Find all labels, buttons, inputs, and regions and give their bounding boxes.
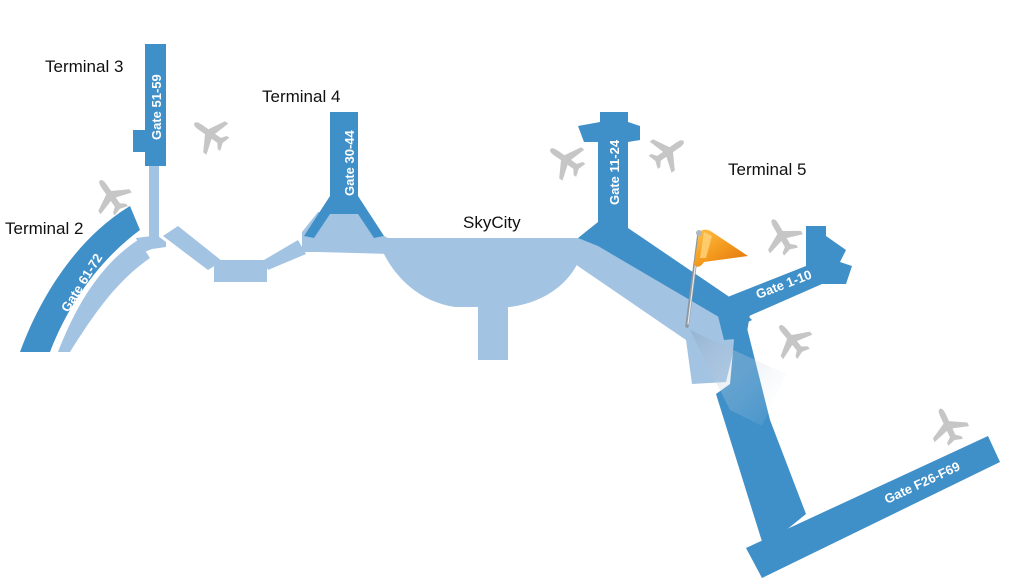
airplane-icon	[756, 210, 808, 262]
gate-label-11-24: Gate 11-24	[607, 139, 622, 205]
terminal-4-pier	[304, 112, 384, 238]
airplane-icon	[922, 400, 973, 451]
west-corridor-ramp	[163, 226, 222, 270]
location-flag-icon[interactable]	[685, 229, 748, 328]
terminal-2-walkway	[58, 240, 150, 352]
terminal-labels: Terminal 3 Terminal 4 Terminal 2 Termina…	[5, 57, 806, 238]
walkway-network	[58, 166, 736, 384]
east-corridor	[572, 240, 736, 384]
terminal-5-east-pier	[720, 226, 852, 320]
terminal-3-stem	[149, 166, 159, 240]
terminal-5-junction	[716, 308, 750, 340]
skycity-hub	[384, 238, 583, 307]
terminal-5-label: Terminal 5	[728, 160, 806, 179]
t4-connector-ramp	[264, 240, 306, 270]
terminal-2-concourse	[20, 206, 140, 352]
skycity-south-pier	[478, 298, 508, 360]
terminal-5-main-concourse	[578, 222, 752, 328]
f-gates-concourse	[746, 436, 1000, 578]
flag-shadow	[690, 330, 786, 426]
terminal-5-north-pier	[578, 112, 640, 232]
west-corridor	[214, 260, 267, 282]
terminal-3-label: Terminal 3	[45, 57, 123, 76]
terminal-4-label: Terminal 4	[262, 87, 340, 106]
terminal-3-pier	[133, 44, 166, 166]
airplane-icon	[183, 107, 236, 160]
t2-t3-connector	[136, 236, 166, 253]
gate-label-30-44: Gate 30-44	[342, 129, 357, 196]
concourses	[20, 44, 1000, 578]
terminal-2-label: Terminal 2	[5, 219, 83, 238]
gate-label-51-59: Gate 51-59	[149, 74, 164, 140]
skycity-label: SkyCity	[463, 213, 521, 232]
airplane-icon	[765, 313, 819, 367]
airplane-icon	[642, 125, 695, 178]
